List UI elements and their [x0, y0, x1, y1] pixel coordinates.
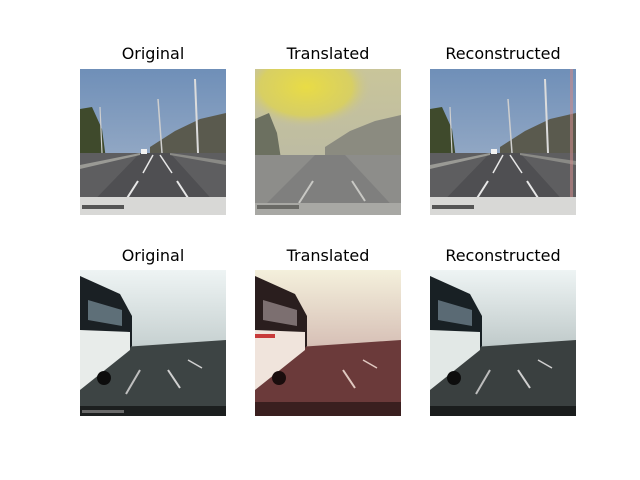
title-r1-original: Original: [121, 44, 185, 63]
title-r1-reconstructed: Reconstructed: [445, 44, 561, 63]
title-r2-reconstructed: Reconstructed: [445, 246, 561, 265]
image-r2-translated: [255, 270, 401, 416]
image-r1-reconstructed: [430, 69, 576, 215]
image-r1-original: [80, 69, 226, 215]
title-r2-translated: Translated: [286, 246, 370, 265]
title-r1-translated: Translated: [286, 44, 370, 63]
title-r2-original: Original: [121, 246, 185, 265]
image-r1-translated: [255, 69, 401, 215]
image-r2-reconstructed: [430, 270, 576, 416]
image-r2-original: [80, 270, 226, 416]
